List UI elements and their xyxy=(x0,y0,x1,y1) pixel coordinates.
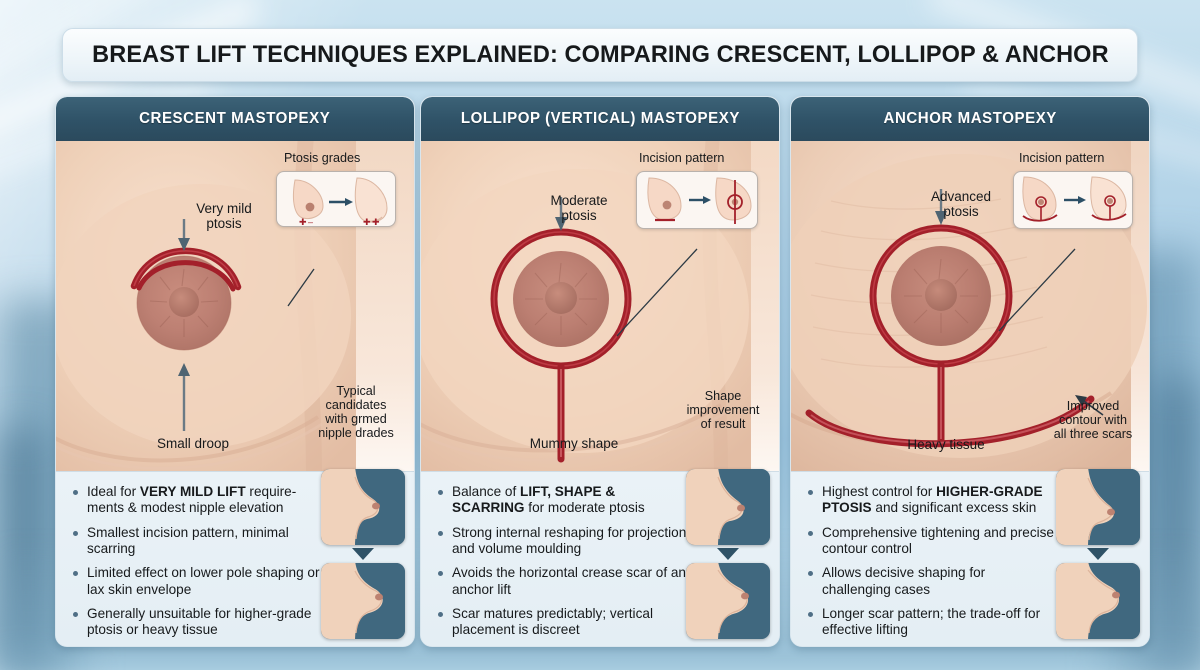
bullet-text-pre: Longer scar pattern; the trade-off for e… xyxy=(822,605,1041,638)
bullet-item: Scar matures predictably; vertical place… xyxy=(435,606,687,639)
bullet-text-pre: Strong internal reshaping for projection… xyxy=(452,524,687,556)
bullet-text-pre: Highest control for xyxy=(822,484,937,499)
profile-after-thumbnail xyxy=(321,563,405,639)
bullet-text-pre: Balance of xyxy=(452,484,521,499)
svg-text:–: – xyxy=(308,217,313,227)
panel-header-lollipop: LOLLIPOP (VERTICAL) MASTOPEXY xyxy=(421,97,779,141)
svg-text:✚: ✚ xyxy=(372,217,380,227)
bullet-item: Highest control for HIGHER-GRADE PTOSIS … xyxy=(805,484,1057,517)
ptosis-grades-inset: ✚ – ✚ ✚ xyxy=(276,171,396,227)
bullet-item: Allows decisive shaping for challenging … xyxy=(805,565,1057,598)
bullet-text-pre: Scar matures predictably; vertical place… xyxy=(452,605,653,638)
profile-after-thumbnail xyxy=(686,563,770,639)
bullet-text-pre: Comprehensive tightening and precise con… xyxy=(822,524,1054,556)
bullet-text-post: for moderate ptosis xyxy=(524,500,645,516)
bullet-text-pre: Ideal for xyxy=(87,484,140,499)
bullet-text-bold: HIGHER-GRADE PTOSIS xyxy=(822,484,1043,516)
illustration-crescent: Ptosis grades ✚ – ✚ ✚ Very mild ptosis S… xyxy=(56,141,414,471)
panel-title-lollipop: LOLLIPOP (VERTICAL) MASTOPEXY xyxy=(460,110,740,127)
label-advanced-ptosis: Advanced ptosis xyxy=(930,189,992,220)
inset-caption-incision-pattern: Incision pattern xyxy=(1019,151,1105,165)
label-mummy-shape: Mummy shape xyxy=(529,436,619,451)
bullet-text-post: and significant excess skin xyxy=(871,500,1037,516)
bullet-item: Limited effect on lower pole shaping or … xyxy=(70,565,322,598)
infographic-title-bar: BREAST LIFT TECHNIQUES EXPLAINED: COMPAR… xyxy=(62,28,1138,82)
svg-text:✚: ✚ xyxy=(299,217,307,227)
bullet-text-pre: Allows decisive shaping for challenging … xyxy=(822,565,986,597)
bullet-item: Avoids the horizontal crease scar of an … xyxy=(435,565,687,598)
profile-after-image xyxy=(321,563,405,639)
transition-arrow-icon xyxy=(717,548,739,560)
label-improved-contour: Improved contour with all three scars xyxy=(1053,399,1133,442)
ptosis-grades-inset-diagram: ✚ – ✚ ✚ xyxy=(292,177,388,227)
illustration-anchor: Incision pattern Advanced ptosis Heavy t… xyxy=(791,141,1149,471)
panel-anchor: ANCHOR MASTOPEXY xyxy=(790,96,1150,647)
incision-pattern-inset-lollipop xyxy=(636,171,758,229)
bullet-text-pre: Generally unsuitable for higher-grade pt… xyxy=(87,605,312,638)
label-very-mild-ptosis: Very mild ptosis xyxy=(196,201,252,232)
profile-thumbnails-crescent xyxy=(321,469,405,639)
panel-title-crescent: CRESCENT MASTOPEXY xyxy=(139,110,331,127)
illustration-lollipop: Incision pattern Moderate ptosis Mummy s… xyxy=(421,141,779,471)
panel-crescent: CRESCENT MASTOPEXY xyxy=(55,96,415,647)
bullet-text-bold: VERY MILD LIFT xyxy=(139,484,246,499)
inset-caption-incision-pattern: Incision pattern xyxy=(639,151,725,165)
bullet-text-post: require-ments & modest nipple elevation xyxy=(87,484,297,516)
bullet-item: Strong internal reshaping for projection… xyxy=(435,525,687,558)
bullet-item: Ideal for VERY MILD LIFT require-ments &… xyxy=(70,484,322,517)
label-heavy-tissue: Heavy tissue xyxy=(907,437,985,452)
profile-before-image xyxy=(321,469,405,545)
bullet-item: Longer scar pattern; the trade-off for e… xyxy=(805,606,1057,639)
bullet-item: Generally unsuitable for higher-grade pt… xyxy=(70,606,322,639)
panel-title-anchor: ANCHOR MASTOPEXY xyxy=(883,110,1057,127)
transition-arrow-icon xyxy=(352,548,374,560)
page-title: BREAST LIFT TECHNIQUES EXPLAINED: COMPAR… xyxy=(91,41,1109,68)
bullet-text-pre: Avoids the horizontal crease scar of an … xyxy=(452,565,686,597)
profile-after-image xyxy=(686,563,770,639)
bullet-item: Smallest incision pattern, minimal scarr… xyxy=(70,525,322,558)
panel-header-anchor: ANCHOR MASTOPEXY xyxy=(791,97,1149,141)
transition-arrow-icon xyxy=(1087,548,1109,560)
profile-before-image xyxy=(686,469,770,545)
label-moderate-ptosis: Moderate ptosis xyxy=(550,193,608,224)
profile-before-thumbnail xyxy=(686,469,770,545)
label-small-droop: Small droop xyxy=(156,436,230,451)
label-shape-improvement: Shape improvement of result xyxy=(686,389,760,432)
profile-after-thumbnail xyxy=(1056,563,1140,639)
bullet-text-pre: Limited effect on lower pole shaping or … xyxy=(87,565,320,597)
svg-text:✚: ✚ xyxy=(363,217,371,227)
profile-before-image xyxy=(1056,469,1140,545)
profile-thumbnails-anchor xyxy=(1056,469,1140,639)
inset-caption-ptosis-grades: Ptosis grades xyxy=(284,151,361,165)
panel-header-crescent: CRESCENT MASTOPEXY xyxy=(56,97,414,141)
profile-after-image xyxy=(1056,563,1140,639)
bullet-item: Comprehensive tightening and precise con… xyxy=(805,525,1057,558)
panel-lollipop: LOLLIPOP (VERTICAL) MASTOPEXY xyxy=(420,96,780,647)
incision-pattern-inset-diagram xyxy=(1022,176,1127,222)
label-typical-candidates: Typical candidates with grmed nipple dra… xyxy=(318,384,394,441)
bullet-item: Balance of LIFT, SHAPE & SCARRING for mo… xyxy=(435,484,687,517)
bullet-text-bold: LIFT, SHAPE & SCARRING xyxy=(452,484,616,516)
profile-before-thumbnail xyxy=(321,469,405,545)
incision-pattern-inset-diagram xyxy=(647,177,752,224)
incision-pattern-inset-anchor xyxy=(1013,171,1133,229)
profile-before-thumbnail xyxy=(1056,469,1140,545)
profile-thumbnails-lollipop xyxy=(686,469,770,639)
bullet-text-pre: Smallest incision pattern, minimal scarr… xyxy=(87,524,289,556)
lollipop-anatomy-diagram xyxy=(421,141,779,471)
